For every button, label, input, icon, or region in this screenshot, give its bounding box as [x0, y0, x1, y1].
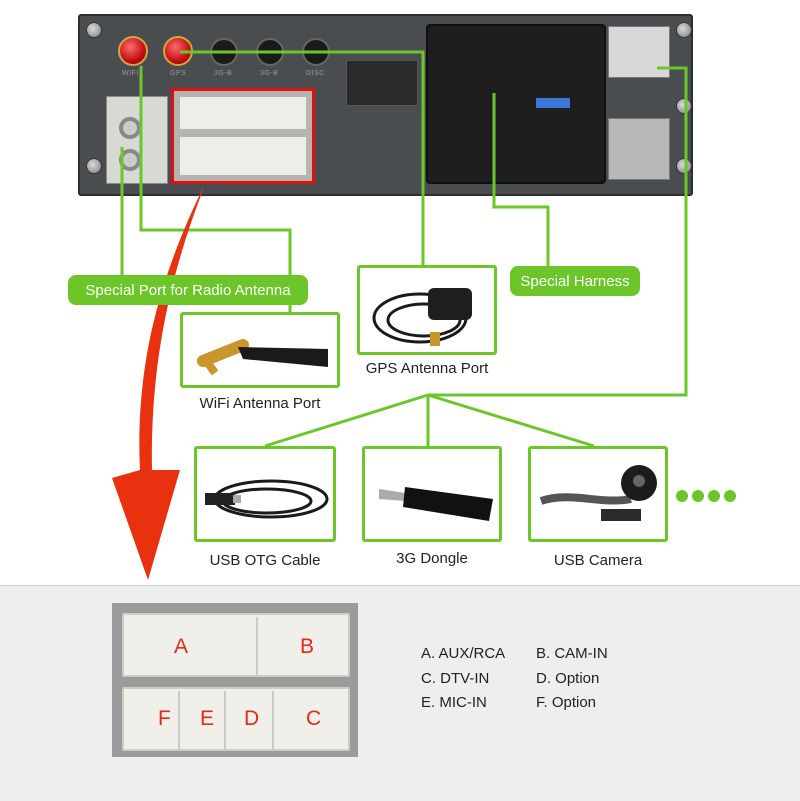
- gps-antenna-box: [357, 265, 497, 355]
- connector-lower-row: [122, 687, 350, 751]
- screw-icon: [676, 98, 692, 114]
- more-dot-icon: [724, 490, 736, 502]
- port-label: GPS: [170, 70, 187, 77]
- legend-d: D. Option: [536, 670, 600, 687]
- port-label: 3G-B: [214, 70, 233, 77]
- more-dot-icon: [692, 490, 704, 502]
- main-harness-socket: [426, 24, 606, 184]
- screw-icon: [86, 158, 102, 174]
- screw-icon: [86, 22, 102, 38]
- wifi-antenna-box: [180, 312, 340, 388]
- 3g-dongle-caption: 3G Dongle: [396, 550, 468, 567]
- usb-port: [608, 118, 670, 180]
- screw-icon: [676, 22, 692, 38]
- legend-e: E. MIC-IN: [421, 694, 487, 711]
- connector-letter-c: C: [306, 707, 322, 730]
- radio-antenna-socket: [106, 96, 168, 184]
- red-arrow: [112, 188, 203, 580]
- small-connector: [346, 60, 418, 106]
- usb-otg-caption: USB OTG Cable: [209, 552, 321, 569]
- wifi-antenna-icon: [197, 339, 328, 376]
- connector-letter-b: B: [300, 635, 315, 658]
- special-harness-label: Special Harness: [510, 266, 640, 296]
- connector-letter-f: F: [158, 707, 171, 730]
- port-label: 3G-B: [260, 70, 279, 77]
- 3g-dongle-box: [362, 446, 502, 542]
- wifi-antenna-caption: WiFi Antenna Port: [199, 395, 321, 412]
- usb-camera-box: [528, 446, 668, 542]
- legend-b: B. CAM-IN: [536, 645, 608, 662]
- legend-a: A. AUX/RCA: [421, 645, 506, 662]
- more-dot-icon: [708, 490, 720, 502]
- port-label: WIFI: [122, 70, 139, 77]
- gps-antenna-caption: GPS Antenna Port: [365, 360, 489, 377]
- head-unit-rear-panel: WIFI GPS 3G-B 3G-B DISC: [78, 14, 693, 196]
- port-label: DISC: [306, 70, 325, 77]
- aux-connector-photo: A B F E D C: [112, 603, 358, 757]
- usb-otg-box: [194, 446, 336, 542]
- connector-letter-d: D: [244, 707, 260, 730]
- camera-icon: [539, 465, 657, 521]
- connector-upper-row: [122, 613, 350, 677]
- connector-letter-a: A: [174, 635, 189, 658]
- more-dot-icon: [676, 490, 688, 502]
- radio-antenna-label: Special Port for Radio Antenna: [68, 275, 308, 305]
- gps-antenna-icon: [372, 288, 472, 346]
- legend-f: F. Option: [536, 694, 597, 711]
- usb-camera-caption: USB Camera: [553, 552, 643, 569]
- legend-c: C. DTV-IN: [421, 670, 490, 687]
- aux-connector-highlight: [171, 88, 315, 184]
- usb-cable-icon: [205, 479, 329, 519]
- wifi-antenna-connector: [118, 36, 148, 66]
- screw-icon: [676, 158, 692, 174]
- dongle-icon: [379, 487, 493, 521]
- connector-letter-e: E: [200, 707, 215, 730]
